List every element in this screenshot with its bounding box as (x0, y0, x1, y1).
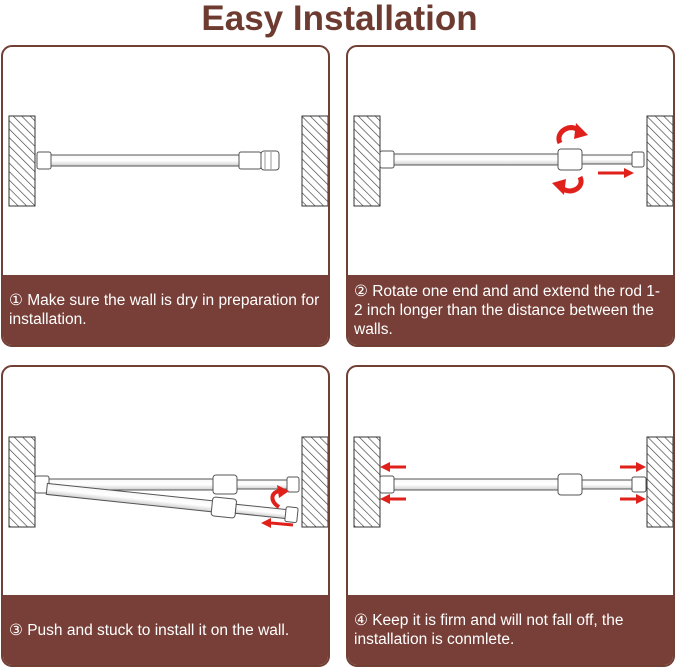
step-3-caption: ③ Push and stuck to install it on the wa… (3, 595, 328, 665)
push-up-arrow-icon (270, 485, 289, 509)
step-1-caption-text: ① Make sure the wall is dry in preparati… (9, 292, 320, 328)
right-wall (301, 436, 328, 528)
step-1-panel: ① Make sure the wall is dry in preparati… (1, 45, 330, 347)
page-title: Easy Installation (201, 0, 478, 38)
pressure-arrows-right-icon (620, 462, 646, 504)
right-wall (301, 115, 328, 207)
step-4-caption: ④ Keep it is firm and will not fall off,… (348, 595, 673, 665)
rotate-arrows-icon (552, 123, 588, 195)
right-wall (646, 436, 673, 528)
pressure-arrows-left-icon (380, 462, 406, 504)
step-2-caption: ② Rotate one end and and extend the rod … (348, 275, 673, 345)
tension-rod (36, 150, 280, 171)
tension-rod (379, 148, 645, 171)
tension-rod-installed (34, 474, 300, 495)
step-4-panel: ④ Keep it is firm and will not fall off,… (346, 365, 675, 667)
step-3-panel: ③ Push and stuck to install it on the wa… (1, 365, 330, 667)
step-2-caption-text: ② Rotate one end and and extend the rod … (354, 282, 661, 338)
left-wall (8, 436, 36, 528)
step-3-caption-text: ③ Push and stuck to install it on the wa… (9, 621, 290, 639)
left-wall (353, 115, 381, 207)
right-wall (646, 115, 673, 207)
left-wall (353, 436, 381, 528)
step-4-illustration (353, 436, 673, 528)
step-1-caption: ① Make sure the wall is dry in preparati… (3, 275, 328, 345)
left-wall (8, 115, 36, 207)
step-2-panel: ② Rotate one end and and extend the rod … (346, 45, 675, 347)
step-1-illustration (8, 115, 328, 207)
step-2-illustration (353, 115, 673, 207)
push-left-arrow-icon (261, 518, 294, 528)
extend-arrow-icon (598, 168, 634, 178)
tension-rod (379, 473, 647, 496)
step-3-illustration (8, 436, 328, 528)
tension-rod-tilted (45, 482, 299, 524)
step-4-caption-text: ④ Keep it is firm and will not fall off,… (354, 612, 624, 648)
